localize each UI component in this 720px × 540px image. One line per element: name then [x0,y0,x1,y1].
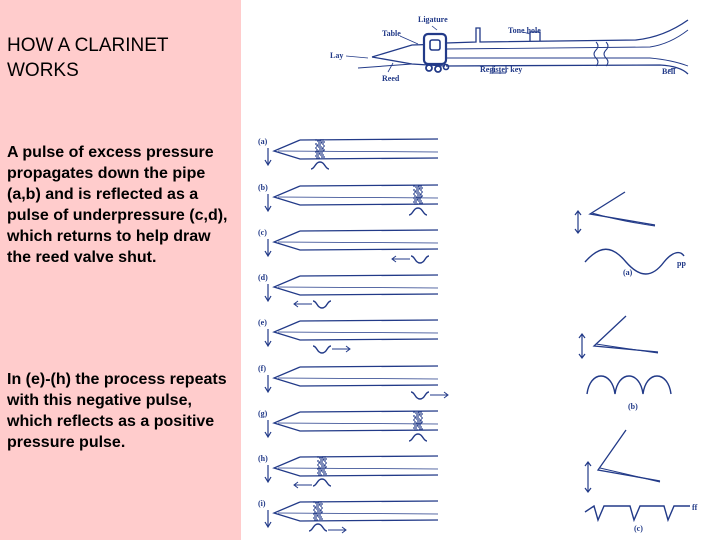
direction-arrowhead [443,391,449,399]
reed-arrowhead [264,476,272,484]
reed-line [277,331,439,334]
pulse-shape [410,391,430,400]
reed-line [277,150,439,153]
waveform-label-a: (a) [623,268,633,277]
text-panel: HOW A CLARINET WORKS A pulse of excess p… [0,0,241,540]
reed-line [277,241,439,244]
pulse-stage: (e) [258,318,439,354]
reed-line [277,196,439,199]
stage-label: (c) [258,228,267,237]
dynamic-pp-label: pp [677,259,686,268]
reed-label: Reed [382,74,400,83]
dynamic-ff-label: ff [692,503,698,512]
pipe-outline [272,455,439,477]
pulse-stage: (i) [258,499,439,534]
pipe-outline [272,365,439,387]
pressure-region [317,456,327,476]
reed-arrowhead [264,340,272,348]
clarinet-labels: Ligature Tone hole Table Lay Reed Regist… [330,15,676,83]
pipe-outline [272,229,439,251]
pulse-shape [312,300,332,309]
paragraph-pulse-propagation: A pulse of excess pressure propagates do… [7,144,228,266]
direction-arrowhead [341,526,347,534]
pulse-stage: (g) [258,409,439,442]
pipe-outline [272,500,439,522]
pulse-shape [408,207,428,216]
pipe-outline [272,274,439,296]
direction-arrowhead [345,345,351,353]
stage-label: (d) [258,273,268,282]
reed-line [277,377,439,380]
pulse-shape [410,255,430,264]
pulse-shape [312,478,332,487]
waveform-label-c: (c) [634,524,643,533]
direction-arrowhead [391,255,397,263]
reed-arrowhead [264,295,272,303]
stage-label: (e) [258,318,267,327]
pulse-stage: (h) [258,454,439,489]
pipe-outline [272,410,439,432]
direction-arrowhead [293,300,299,308]
stage-label: (g) [258,409,268,418]
pipe-outline [272,184,439,206]
reed-line [277,286,439,289]
reed-arrowhead [264,386,272,394]
pipe-outline [272,138,439,160]
table-label: Table [382,29,401,38]
stage-label: (h) [258,454,268,463]
pulse-stage: (f) [258,364,449,400]
clarinet-diagram [345,19,689,75]
reed-line [277,467,439,470]
pipe-outline [272,319,439,341]
pulse-shape [310,161,330,170]
pulse-stage: (b) [258,183,439,216]
reed-arrowhead [264,250,272,258]
direction-arrowhead [293,481,299,489]
tone-hole-label: Tone hole [508,26,541,35]
stage-label: (i) [258,499,266,508]
reed-line [277,512,439,515]
pressure-region [313,501,323,521]
pressure-region [413,185,423,205]
pulse-shape [308,523,328,532]
pulse-stage: (a) [258,137,439,170]
reed-arrowhead [264,159,272,167]
stage-label: (b) [258,183,268,192]
reed-arrowhead [264,431,272,439]
reed-line [277,422,439,425]
reed-arrowhead [264,205,272,213]
paragraph-repeat-process: In (e)-(h) the process repeats with this… [7,371,227,451]
register-key-label: Register key [480,65,522,74]
waveform-labels: (a) (b) (c) pp ff [623,259,698,533]
bell-label: Bell [662,67,676,76]
pulse-stages: (a) (b) (c) (d) (e) (f) (g) (h) (i) [258,137,449,534]
waveform-label-b: (b) [628,402,638,411]
pressure-region [413,411,423,431]
pressure-region [315,139,325,159]
pulse-stage: (d) [258,273,439,309]
slide-title: HOW A CLARINET WORKS [7,35,169,81]
pulse-stage: (c) [258,228,439,264]
lay-label: Lay [330,51,343,60]
ligature-label: Ligature [418,15,448,24]
stage-label: (a) [258,137,268,146]
pulse-shape [408,433,428,442]
reed-waveforms [574,191,690,523]
pulse-shape [312,345,332,354]
stage-label: (f) [258,364,266,373]
reed-arrowhead [264,521,272,529]
